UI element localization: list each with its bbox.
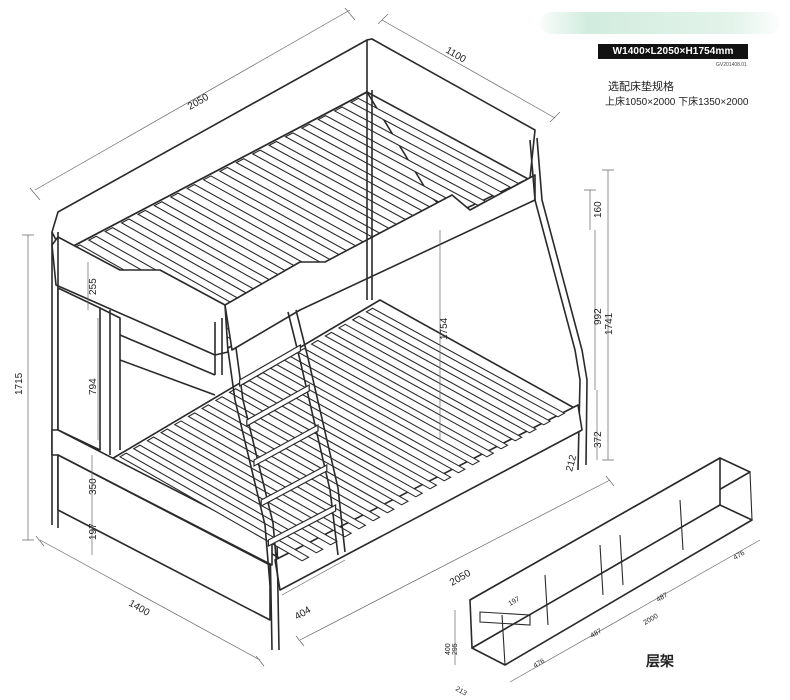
spec-code: GV201408.01 — [716, 62, 747, 68]
lower-slat — [160, 428, 353, 538]
lower-side-board — [57, 454, 271, 621]
label-shelf-487b: 487 — [656, 592, 670, 604]
ladder-rungs — [239, 343, 337, 547]
label-shelf-487a: 487 — [590, 628, 604, 640]
lower-slat — [118, 452, 310, 562]
upper-slats — [71, 97, 520, 340]
shelf-dim-bottom — [509, 539, 761, 683]
lower-slats — [118, 307, 566, 562]
lower-front-rail — [274, 404, 583, 591]
dim-top-1100 — [377, 13, 561, 123]
lower-side-rail — [51, 429, 273, 566]
label-ladder-404: 404 — [293, 605, 313, 623]
ladder-rung — [239, 343, 301, 388]
label-right-372: 372 — [593, 431, 604, 448]
shelf-ledge — [479, 611, 531, 626]
dim-bottom-1400 — [35, 535, 265, 667]
lower-slat — [365, 307, 566, 418]
ladder — [227, 309, 346, 586]
dim-ladder-404 — [281, 559, 346, 596]
lower-bed — [51, 299, 583, 621]
label-shelf-213: 213 — [454, 686, 468, 698]
label-shelf-476a: 476 — [533, 658, 547, 670]
lower-slat — [173, 420, 367, 530]
lower-slat — [324, 331, 523, 442]
label-794: 794 — [88, 378, 99, 395]
label-bottom-1400: 1400 — [127, 598, 152, 619]
label-right-992: 992 — [593, 308, 604, 325]
back-inner-post — [366, 90, 373, 300]
label-guard-255: 255 — [88, 278, 99, 295]
label-shelf-295: 295 — [452, 643, 459, 655]
lower-slat — [310, 339, 509, 450]
lower-slat — [187, 412, 381, 522]
mattress-title: 选配床垫规格 — [608, 81, 674, 93]
dim-bottom-2050 — [295, 475, 615, 647]
lower-slat — [337, 323, 538, 434]
middle-front-post — [214, 318, 223, 375]
ladder-right-rail — [287, 309, 346, 556]
ladder-rung — [267, 504, 337, 547]
shelf-unit — [454, 457, 761, 683]
lower-slat — [296, 347, 495, 458]
label-right-212: 212 — [564, 453, 579, 472]
label-shelf-400: 400 — [445, 643, 452, 655]
label-shelf-2000: 2000 — [643, 613, 660, 627]
label-right-160: 160 — [593, 201, 604, 218]
label-shelf-197: 197 — [508, 596, 522, 608]
header-highlight — [540, 12, 780, 34]
label-350: 350 — [88, 478, 99, 495]
dim-left-1715 — [22, 234, 34, 541]
shelf-title: 层架 — [646, 653, 674, 669]
lower-slat — [351, 315, 552, 426]
ladder-rung — [260, 463, 328, 508]
label-shelf-476b: 476 — [733, 550, 747, 562]
label-top-1100: 1100 — [444, 45, 469, 65]
dimension-lines — [22, 7, 615, 667]
left-end-panel — [57, 287, 101, 451]
label-197: 197 — [88, 523, 99, 540]
mattress-sizes: 上床1050×2000 下床1350×2000 — [605, 97, 749, 108]
label-right-1741: 1741 — [604, 312, 615, 335]
shelf-dividers — [544, 499, 684, 626]
spec-dimensions-badge: W1400×L2050×H1754mm — [598, 44, 748, 59]
dim-right-1741 — [602, 169, 614, 461]
label-center-1754: 1754 — [439, 317, 450, 340]
ladder-rung — [253, 423, 319, 468]
lower-slat — [132, 444, 324, 554]
label-top-2050: 2050 — [186, 92, 211, 113]
label-bottom-2050: 2050 — [448, 568, 473, 589]
ladder-rung — [246, 383, 310, 428]
dim-top-2050 — [29, 7, 356, 201]
dim-right-160 — [584, 189, 596, 230]
lower-slat — [214, 396, 410, 506]
left-storage-frame — [99, 307, 216, 455]
label-left-1715: 1715 — [14, 372, 25, 395]
upper-front-rail — [224, 174, 536, 351]
